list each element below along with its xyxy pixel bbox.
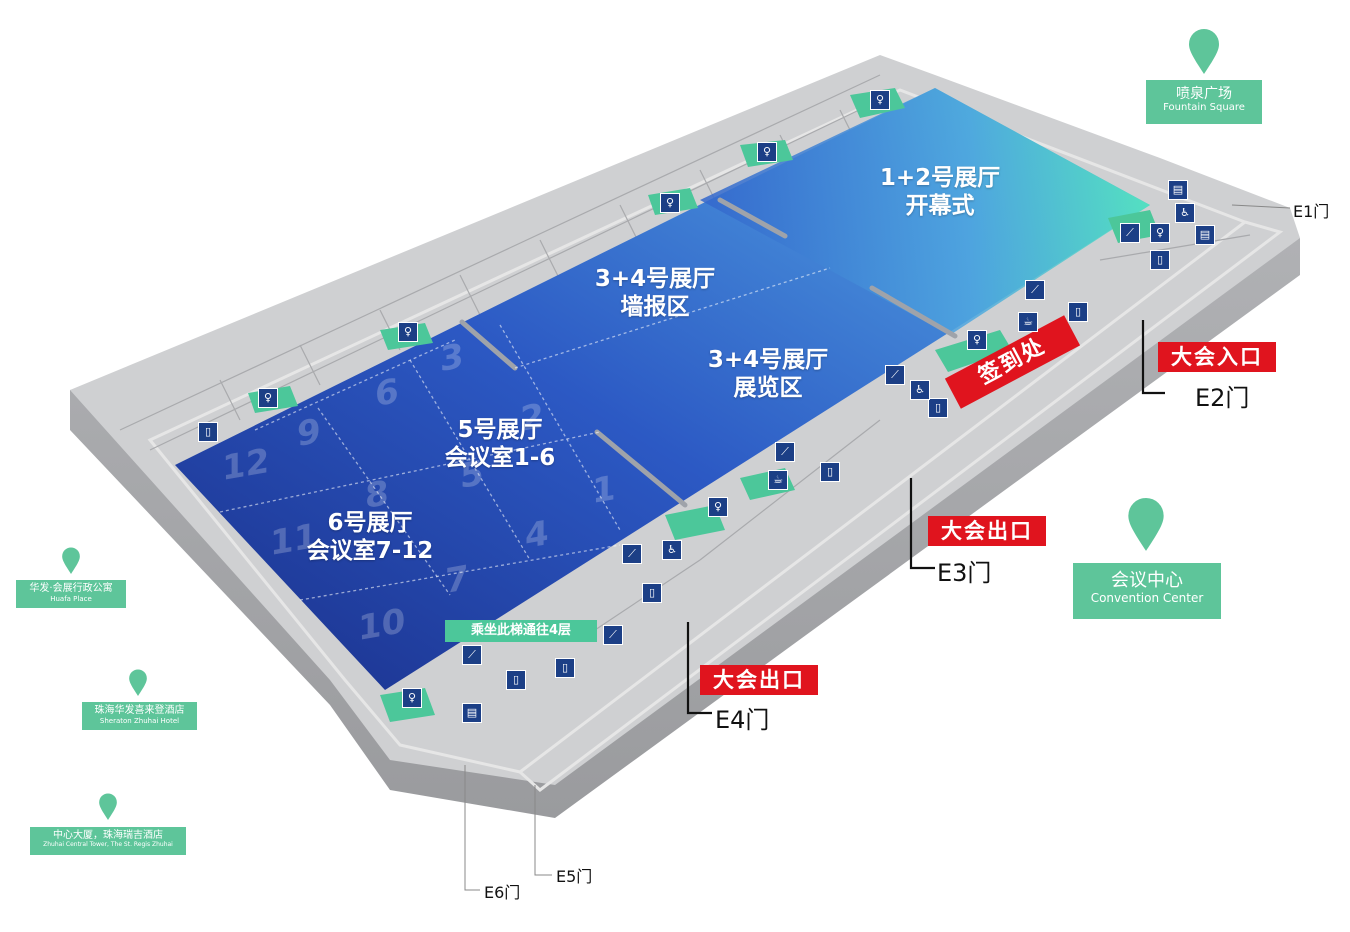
atm-icon: ▤ <box>462 703 482 723</box>
landmark-central: 中心大厦，珠海瑞吉酒店 Zhuhai Central Tower, The St… <box>30 827 186 855</box>
landmark-central-cn: 中心大厦，珠海瑞吉酒店 <box>53 830 163 841</box>
restroom-icon: ♀ <box>757 142 777 162</box>
escalator-icon: ⟋ <box>622 544 642 564</box>
hall-34-wall-sub: 墙报区 <box>620 293 690 320</box>
hall-5-name: 5号展厅 <box>457 417 543 443</box>
restroom-icon: ♀ <box>870 90 890 110</box>
map-pin-icon <box>1189 29 1219 74</box>
escalator-icon: ⟋ <box>775 442 795 462</box>
elevator-icon: ▯ <box>198 422 218 442</box>
hall-5-sub: 会议室1-6 <box>444 444 556 471</box>
elevator-icon: ▯ <box>820 462 840 482</box>
e3-tag: 大会出口 <box>928 516 1046 546</box>
hall-34-wall-label: 3+4号展厅 墙报区 <box>565 266 745 321</box>
e2-tag: 大会入口 <box>1158 342 1276 372</box>
door-e2-label: E2门 <box>1195 384 1250 412</box>
landmark-huafa: 华发·会展行政公寓 Huafa Place <box>16 580 126 608</box>
hall-12-label: 1+2号展厅 开幕式 <box>850 165 1030 220</box>
room-number: 3 <box>440 335 464 381</box>
room-number: 12 <box>222 440 270 490</box>
hall-6-sub: 会议室7-12 <box>306 537 434 564</box>
dotted-guides <box>219 267 831 601</box>
escalator-icon: ⟋ <box>1120 223 1140 243</box>
landmark-huafa-en: Huafa Place <box>50 594 92 603</box>
door-e4-label: E4门 <box>715 706 770 734</box>
hall-12-sub: 开幕式 <box>905 192 975 219</box>
hall-12-name: 1+2号展厅 <box>879 165 1001 191</box>
room-number: 1 <box>592 467 616 513</box>
atm-icon: ▤ <box>1195 225 1215 245</box>
hall-34-wall-name: 3+4号展厅 <box>594 266 716 292</box>
landmark-convention-en: Convention Center <box>1090 590 1204 605</box>
accessible-icon: ♿ <box>1175 203 1195 223</box>
door-e3-label: E3门 <box>937 559 992 587</box>
door-e5-label: E5门 <box>556 867 593 886</box>
elevator-icon: ▯ <box>642 583 662 603</box>
map-pin-icon <box>62 547 80 574</box>
hall-34-exhibit-sub: 展览区 <box>733 374 803 401</box>
hall-12 <box>700 88 1150 335</box>
hall-6-label: 6号展厅 会议室7-12 <box>280 510 460 565</box>
hall-34-exhibit-label: 3+4号展厅 展览区 <box>678 347 858 402</box>
accessible-icon: ♿ <box>662 540 682 560</box>
map-pin-icon <box>1128 497 1164 551</box>
escalator-icon: ⟋ <box>462 645 482 665</box>
hall-partitions <box>459 197 958 508</box>
elevator-icon: ▯ <box>555 658 575 678</box>
hall-6-name: 6号展厅 <box>327 510 413 536</box>
landmark-sheraton-cn: 珠海华发喜来登酒店 <box>94 705 185 716</box>
landmark-convention: 会议中心 Convention Center <box>1073 563 1221 619</box>
hall-34-exhibit-name: 3+4号展厅 <box>707 347 829 373</box>
landmark-central-en: Zhuhai Central Tower, The St. Regis Zhuh… <box>43 840 173 848</box>
escalator-note: 乘坐此梯通往4层 <box>445 620 597 642</box>
landmark-fountain-en: Fountain Square <box>1163 102 1245 114</box>
elevator-icon: ▯ <box>1068 302 1088 322</box>
landmark-huafa-cn: 华发·会展行政公寓 <box>29 583 113 594</box>
room-number: 10 <box>358 600 406 650</box>
coffee-icon: ☕ <box>1018 312 1038 332</box>
hall-5-label: 5号展厅 会议室1-6 <box>410 417 590 472</box>
landmark-sheraton: 珠海华发喜来登酒店 Sheraton Zhuhai Hotel <box>82 702 197 730</box>
room-number: 9 <box>297 410 321 456</box>
restroom-icon: ♀ <box>660 193 680 213</box>
e4-tag: 大会出口 <box>700 665 818 695</box>
landmark-fountain: 喷泉广场 Fountain Square <box>1146 80 1262 124</box>
restroom-icon: ♀ <box>967 330 987 350</box>
door-e6-label: E6门 <box>484 883 521 902</box>
map-pin-icon <box>99 793 117 820</box>
elevator-icon: ▯ <box>928 398 948 418</box>
restroom-icon: ♀ <box>402 688 422 708</box>
restroom-icon: ♀ <box>258 388 278 408</box>
elevator-icon: ▯ <box>506 670 526 690</box>
elevator-icon: ▯ <box>1150 250 1170 270</box>
escalator-icon: ⟋ <box>603 625 623 645</box>
restroom-icon: ♀ <box>708 497 728 517</box>
restroom-icon: ♀ <box>1150 223 1170 243</box>
coffee-icon: ☕ <box>768 470 788 490</box>
landmark-sheraton-en: Sheraton Zhuhai Hotel <box>99 716 180 725</box>
restroom-icon: ♀ <box>398 322 418 342</box>
door-e1-label: E1门 <box>1293 202 1330 221</box>
atm-icon: ▤ <box>1168 180 1188 200</box>
landmark-convention-cn: 会议中心 <box>1111 570 1183 591</box>
accessible-icon: ♿ <box>910 380 930 400</box>
map-pin-icon <box>129 669 147 696</box>
room-number: 6 <box>375 370 399 416</box>
escalator-icon: ⟋ <box>1025 280 1045 300</box>
landmark-fountain-cn: 喷泉广场 <box>1176 86 1232 102</box>
room-number: 4 <box>525 512 549 558</box>
escalator-icon: ⟋ <box>885 365 905 385</box>
